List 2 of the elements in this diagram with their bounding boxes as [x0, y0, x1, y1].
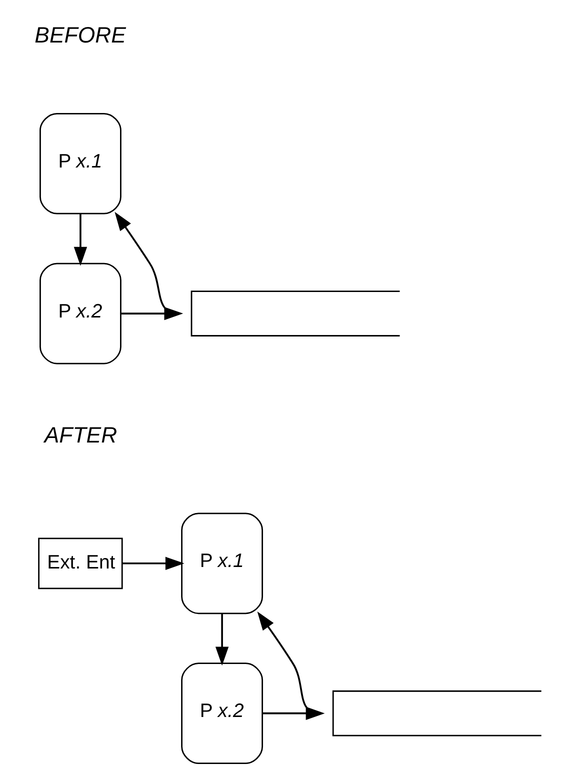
label: AFTER: [44, 422, 117, 448]
label: BEFORE: [34, 22, 126, 48]
